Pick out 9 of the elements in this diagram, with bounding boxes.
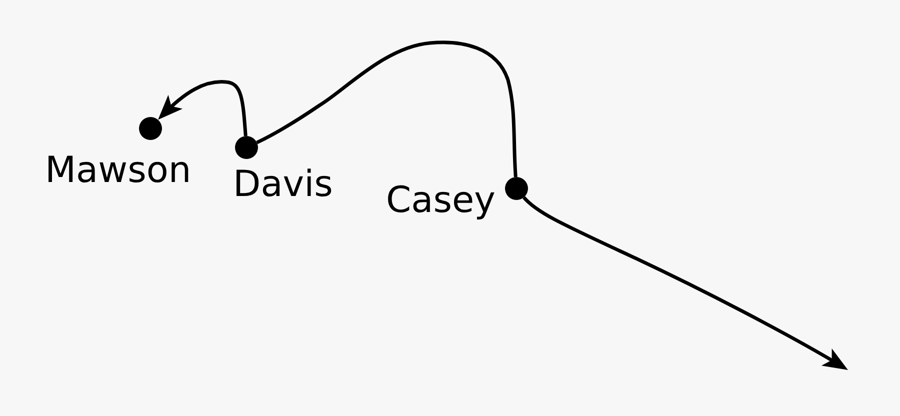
station-dot — [505, 177, 528, 200]
station-name: Mawson — [45, 152, 192, 188]
route-line — [256, 40, 518, 178]
station-name: Casey — [386, 182, 496, 218]
station-dot — [138, 116, 162, 140]
station-name: Davis — [233, 166, 333, 202]
station-dot — [235, 136, 258, 159]
route-arrow — [158, 80, 248, 136]
route-arrow — [522, 196, 848, 370]
